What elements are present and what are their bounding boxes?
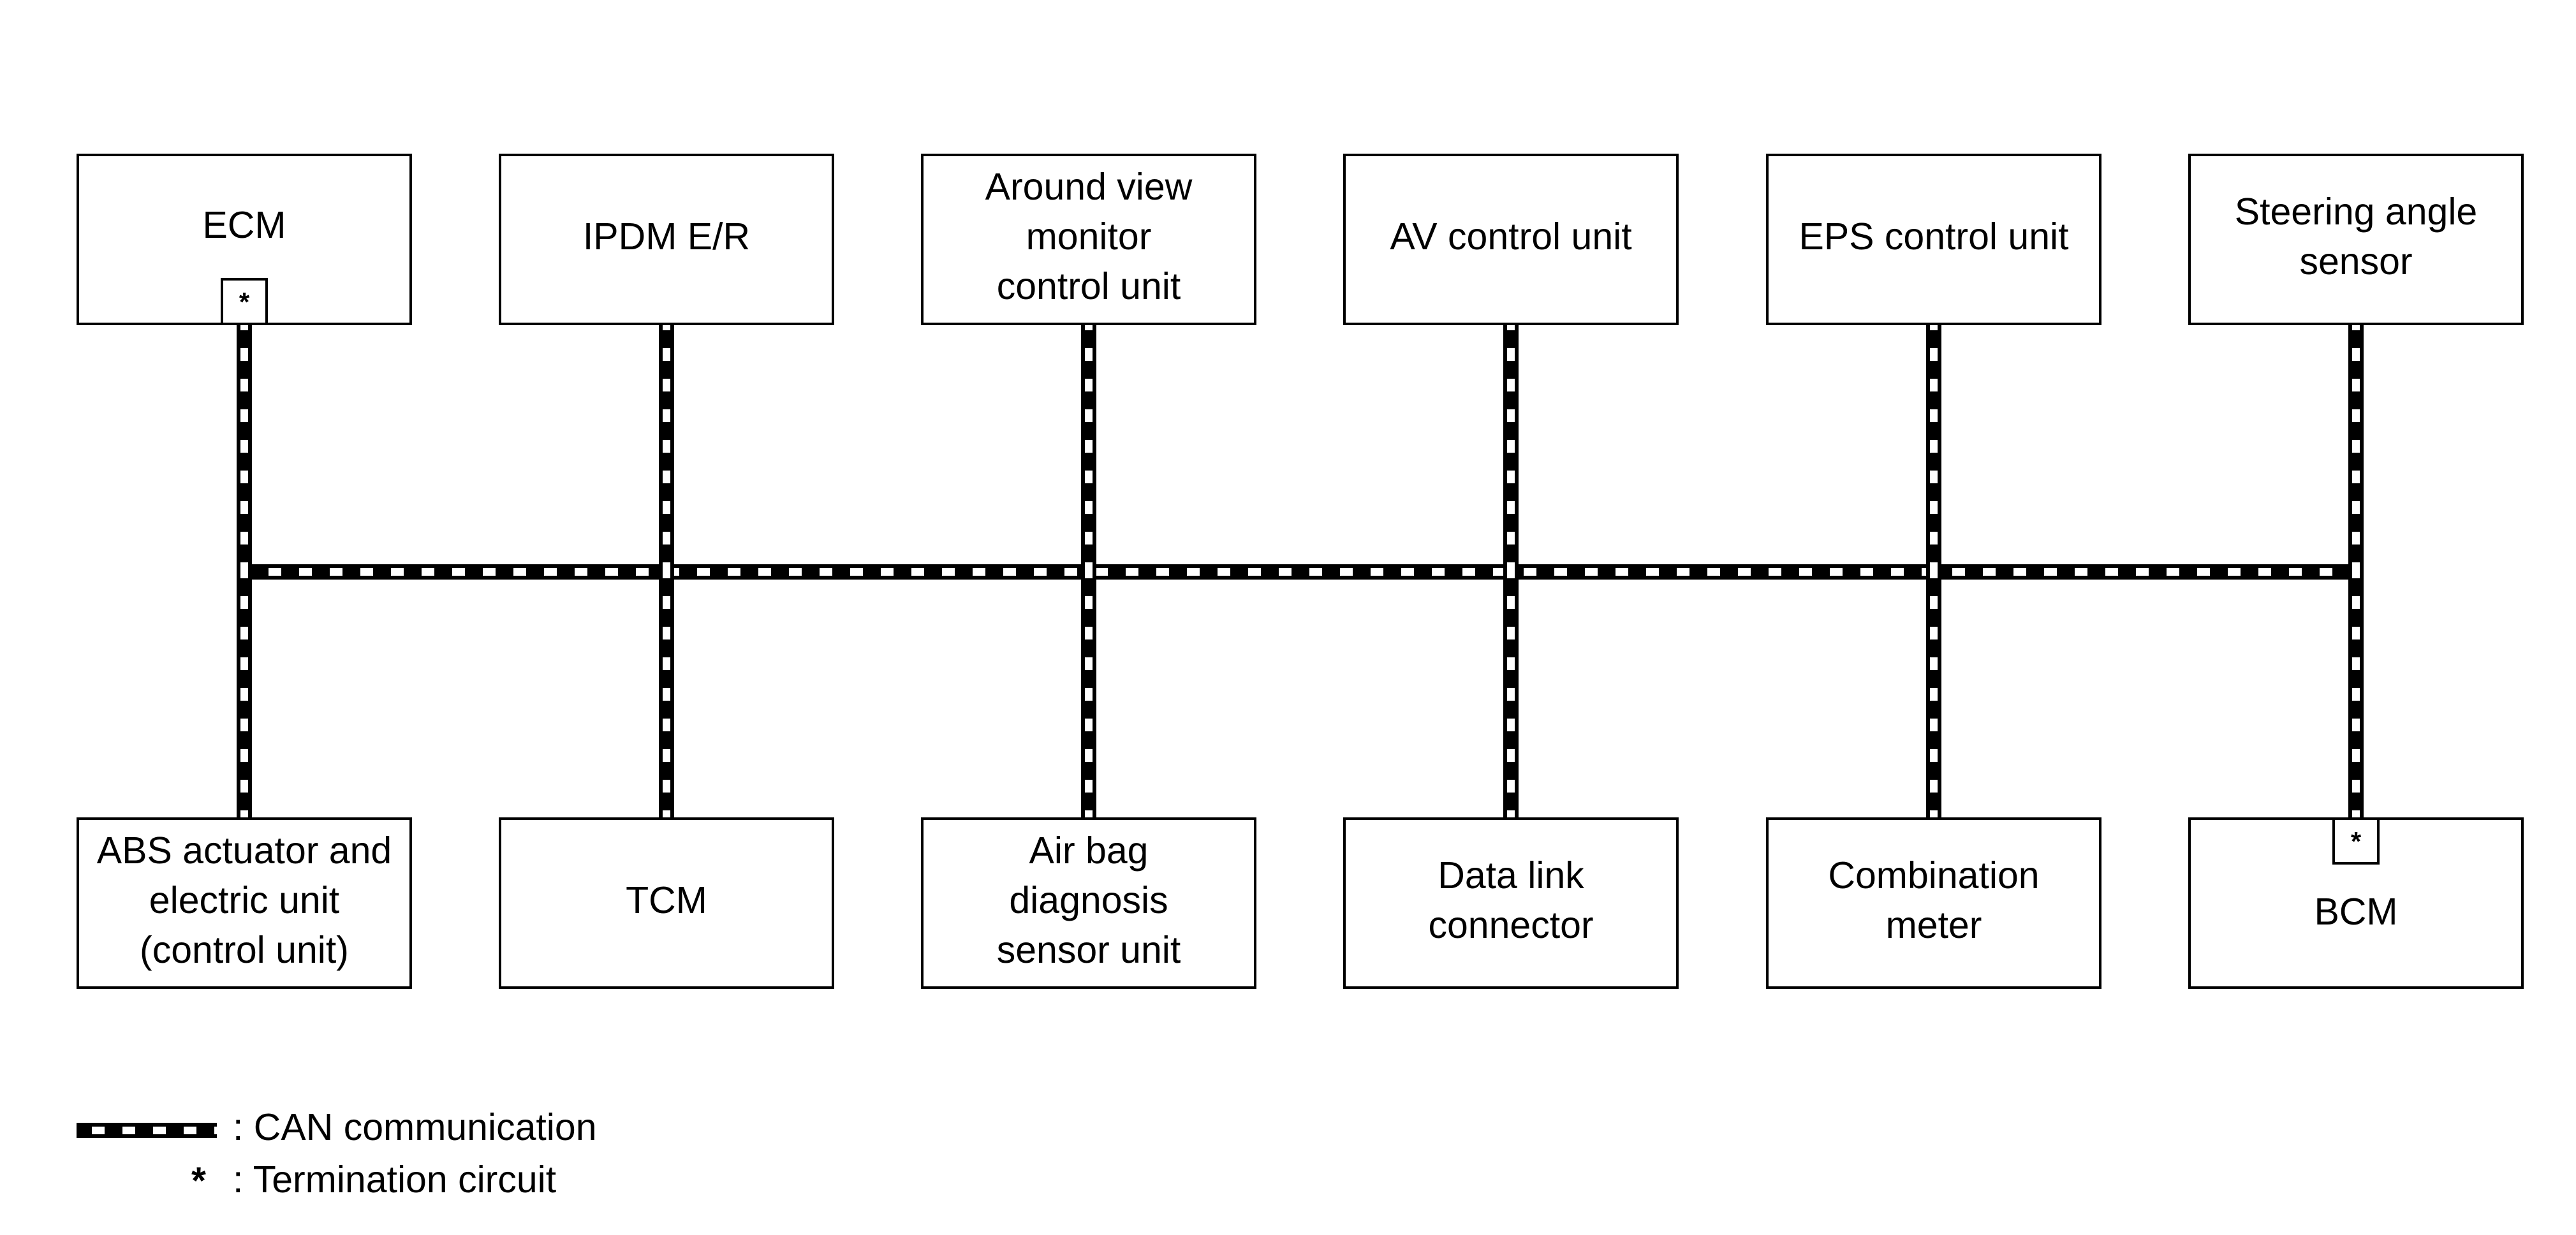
unit-around-view: Around view monitor control unit	[921, 154, 1256, 325]
unit-box-data-link	[1343, 817, 1679, 989]
unit-label-av-control: AV control unit	[1390, 216, 1631, 258]
unit-label-data-link: Data link	[1438, 854, 1584, 896]
unit-label-abs: (control unit)	[140, 929, 349, 971]
unit-label-airbag: diagnosis	[1009, 879, 1168, 921]
can-communication-legend-label: : CAN communication	[233, 1106, 597, 1148]
unit-box-combination-meter	[1766, 817, 2101, 989]
termination-legend-symbol: *	[191, 1160, 206, 1202]
unit-label-steering-angle: sensor	[2299, 240, 2412, 282]
unit-steering-angle: Steering angle sensor	[2188, 154, 2524, 325]
unit-box-around-view	[921, 154, 1256, 325]
bottom-units-row: ABS actuator and electric unit (control un…	[77, 817, 2524, 989]
unit-abs: ABS actuator and electric unit (control un…	[77, 817, 412, 989]
unit-box-eps-control	[1766, 154, 2101, 325]
unit-airbag: Air bag diagnosis sensor unit	[921, 817, 1256, 989]
unit-label-combination-meter: meter	[1886, 904, 1982, 946]
unit-label-steering-angle: Steering angle	[2235, 191, 2478, 233]
termination-circuit-legend-label: : Termination circuit	[233, 1158, 556, 1201]
unit-av-control: AV control unit	[1343, 154, 1679, 325]
unit-eps-control: EPS control unit	[1766, 154, 2101, 325]
unit-ipdm: IPDM E/R	[499, 154, 834, 325]
unit-box-ipdm	[499, 154, 834, 325]
unit-label-ipdm: IPDM E/R	[583, 216, 750, 258]
termination-circuit-ecm: *	[221, 278, 268, 325]
termination-symbol: *	[239, 287, 250, 317]
unit-label-around-view: control unit	[997, 265, 1181, 307]
unit-box-tcm	[499, 817, 834, 989]
unit-combination-meter: Combination meter	[1766, 817, 2101, 989]
unit-label-around-view: monitor	[1026, 216, 1152, 258]
unit-label-ecm: ECM	[202, 204, 286, 246]
unit-label-airbag: sensor unit	[997, 929, 1181, 971]
unit-box-av-control	[1343, 154, 1679, 325]
unit-box-steering-angle	[2188, 154, 2524, 325]
unit-label-tcm: TCM	[626, 879, 707, 921]
legend: : CAN communication * : Termination circ…	[77, 1106, 597, 1202]
unit-box-airbag	[921, 817, 1256, 989]
unit-label-around-view: Around view	[985, 166, 1193, 208]
unit-ecm: ECM *	[77, 154, 412, 325]
unit-label-eps-control: EPS control unit	[1799, 216, 2068, 258]
unit-bcm: BCM *	[2188, 817, 2524, 989]
top-units-row: ECM * IPDM E/R Around view monitor control un…	[77, 154, 2524, 325]
termination-symbol: *	[2351, 826, 2362, 856]
unit-label-abs: electric unit	[149, 879, 339, 921]
unit-label-data-link: connector	[1428, 904, 1593, 946]
termination-circuit-bcm: *	[2332, 817, 2380, 865]
unit-label-abs: ABS actuator and	[97, 829, 392, 872]
unit-label-airbag: Air bag	[1029, 829, 1149, 872]
unit-box-abs	[77, 817, 412, 989]
unit-tcm: TCM	[499, 817, 834, 989]
unit-label-combination-meter: Combination	[1828, 854, 2039, 896]
unit-label-bcm: BCM	[2314, 891, 2397, 933]
can-bus-lines	[237, 324, 2364, 819]
unit-data-link: Data link connector	[1343, 817, 1679, 989]
